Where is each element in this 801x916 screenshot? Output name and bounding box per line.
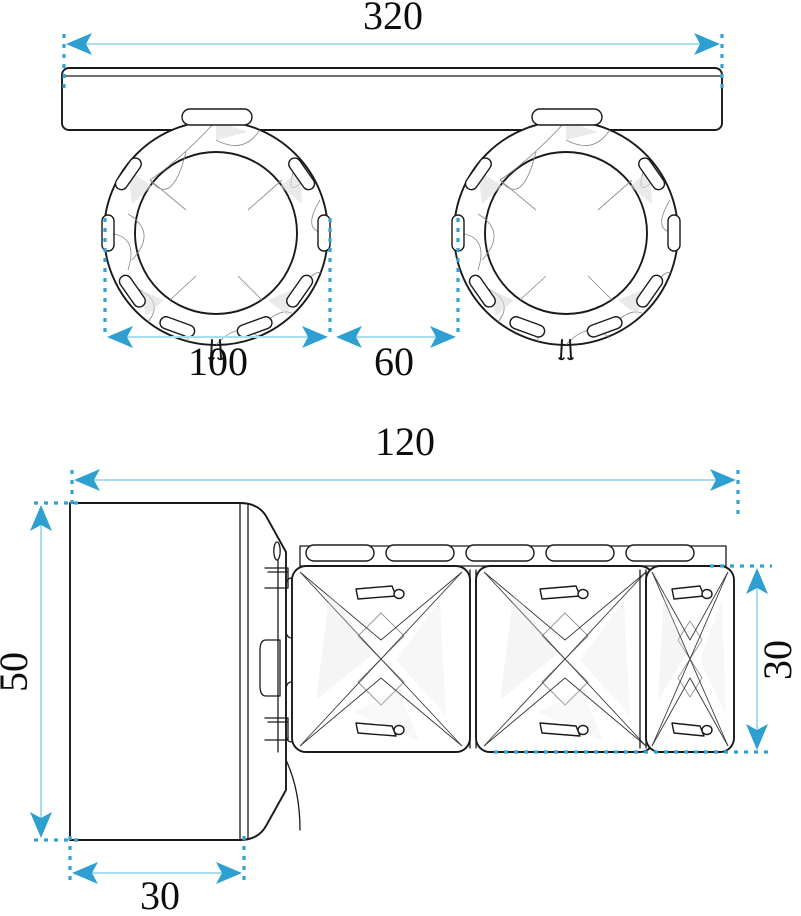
dimension-crystal-height: 30 bbox=[494, 564, 800, 754]
dimension-shade-diameter: 100 bbox=[103, 218, 332, 384]
side-view-group: 120 50 30 30 bbox=[0, 419, 800, 916]
dim-label-shade-gap: 60 bbox=[374, 339, 414, 384]
dimension-backplate-depth: 30 bbox=[68, 836, 246, 916]
crystal-3-clasps bbox=[671, 585, 713, 737]
front-view-group: 320 100 60 bbox=[61, 0, 724, 384]
dimension-overall-width: 320 bbox=[62, 0, 724, 92]
front-shade-right bbox=[451, 108, 681, 361]
side-crystal-top-rail bbox=[299, 544, 727, 567]
dim-label-backplate-depth: 30 bbox=[140, 873, 180, 916]
dim-label-overall-width: 320 bbox=[363, 0, 423, 38]
dim-label-projection: 120 bbox=[375, 419, 435, 464]
side-crystal-block-2 bbox=[475, 565, 655, 753]
crystal-1-clasps bbox=[355, 585, 405, 737]
side-crystal-block-3 bbox=[645, 565, 735, 753]
shade-left-facets bbox=[104, 121, 328, 345]
shade-right-clasps bbox=[451, 108, 681, 361]
dimension-shade-gap: 60 bbox=[336, 218, 460, 384]
side-crystal-block-1 bbox=[291, 565, 471, 753]
front-shade-left bbox=[101, 108, 331, 361]
shade-left-clasps bbox=[101, 108, 331, 361]
dim-label-backplate-height: 50 bbox=[0, 652, 36, 692]
side-backplate bbox=[69, 502, 301, 841]
dim-label-crystal-height: 30 bbox=[755, 640, 800, 680]
dim-label-shade-diameter: 100 bbox=[188, 339, 248, 384]
dimension-projection: 120 bbox=[70, 419, 740, 520]
front-mounting-bar bbox=[61, 67, 723, 131]
crystal-2-clasps bbox=[539, 585, 589, 737]
crystal-separators bbox=[285, 569, 647, 749]
side-bracket-details bbox=[259, 559, 289, 753]
dimension-backplate-height: 50 bbox=[0, 501, 78, 842]
